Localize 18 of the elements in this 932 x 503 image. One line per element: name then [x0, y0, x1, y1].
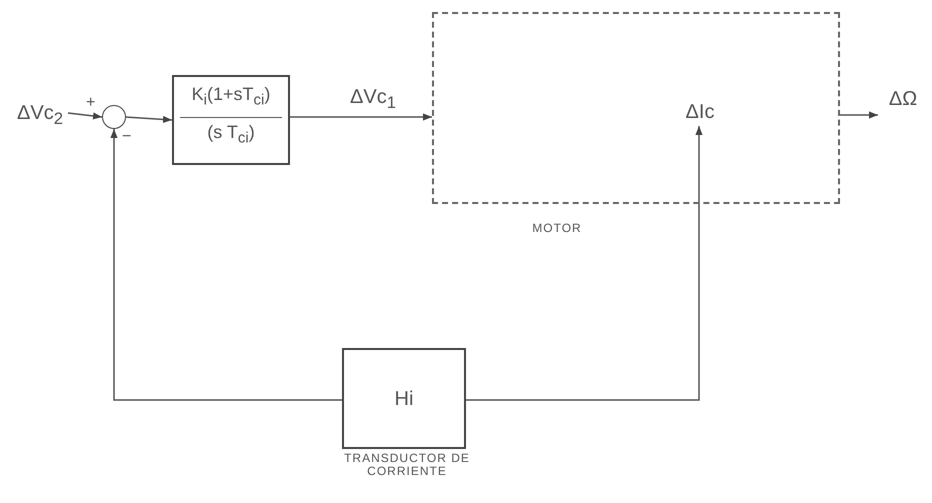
- sign-label: +: [86, 94, 96, 112]
- arrow: [466, 126, 703, 401]
- arrow: [290, 113, 432, 121]
- sign-label: −: [122, 128, 132, 146]
- signal-label: ΔIc: [669, 97, 731, 127]
- arrow: [68, 112, 102, 120]
- dashed-block: [432, 12, 840, 204]
- transfer-function-block: [172, 75, 290, 165]
- signal-label: ΔVc$_{2}$: [12, 101, 68, 125]
- summing-junction: [102, 105, 126, 129]
- signal-label: ΔΩ: [878, 86, 928, 112]
- arrow: [110, 129, 342, 401]
- gain-block: [342, 348, 466, 449]
- block-label: Hi: [394, 388, 414, 410]
- arrow: [126, 116, 172, 123]
- arrow: [840, 111, 878, 119]
- numerator: K$_{i}$(1+sT$_{ci}$): [192, 85, 270, 110]
- denominator: (s T$_{ci}$): [207, 123, 255, 148]
